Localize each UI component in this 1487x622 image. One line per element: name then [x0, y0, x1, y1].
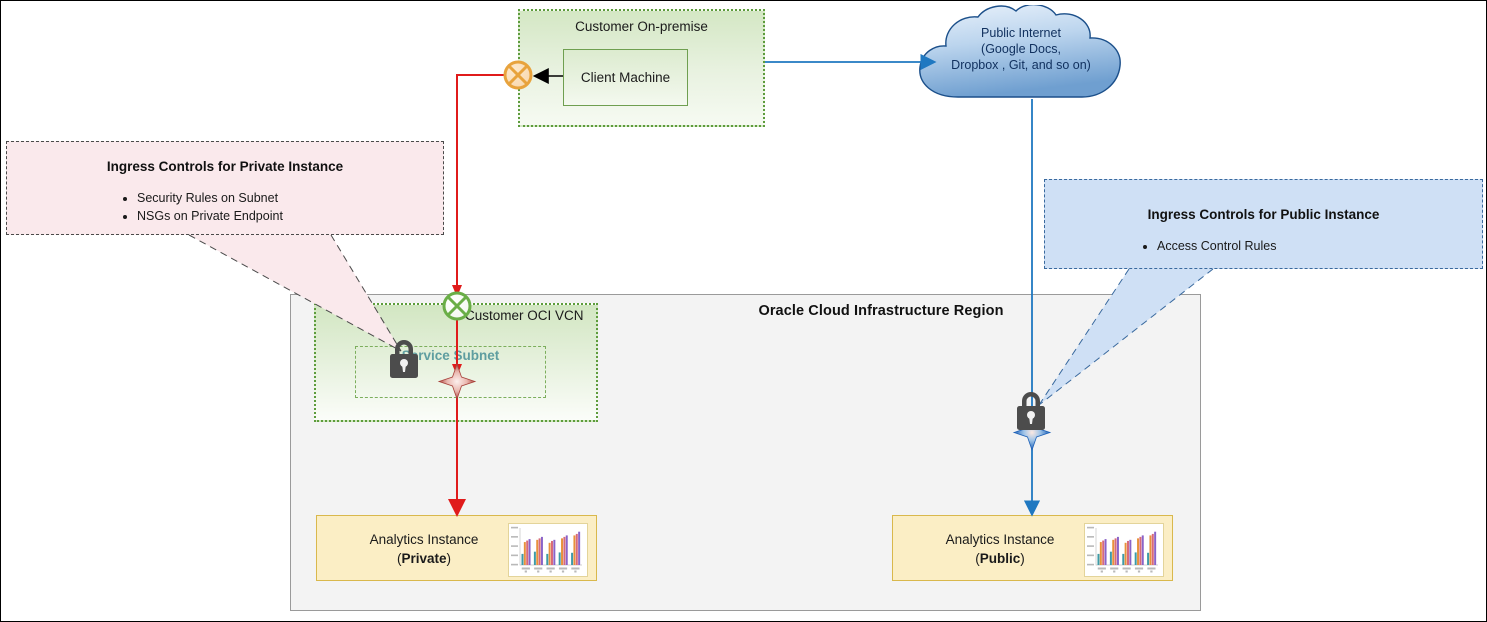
bar-chart-svg [1087, 526, 1158, 573]
analytics-instance-public-label: Analytics Instance (Public) [945, 532, 1055, 566]
internet-line-2: (Google Docs, [981, 42, 1061, 56]
client-machine-node: Client Machine [563, 49, 688, 106]
list-item: Security Rules on Subnet [137, 189, 283, 207]
client-machine-label: Client Machine [580, 70, 671, 85]
analytics-instance-private-label: Analytics Instance (Private) [369, 532, 479, 566]
bar-chart-svg [511, 526, 582, 573]
analytics-instance-private-name: Analytics Instance [369, 532, 479, 547]
analytics-instance-public-name: Analytics Instance [945, 532, 1055, 547]
oracle-cloud-region-title: Oracle Cloud Infrastructure Region [758, 303, 1004, 319]
customer-oci-vcn-title: Customer OCI VCN [465, 308, 584, 323]
internet-line-1: Public Internet [981, 26, 1061, 40]
bar-chart-icon [1084, 523, 1164, 577]
analytics-instance-public: Analytics Instance (Public) [892, 515, 1173, 581]
list-item: NSGs on Private Endpoint [137, 207, 283, 225]
internet-line-3: Dropbox , Git, and so on) [951, 58, 1091, 72]
ingress-controls-private-title: Ingress Controls for Private Instance [106, 159, 344, 174]
analytics-instance-public-kind: Public [979, 551, 1021, 566]
ingress-controls-private-list: Security Rules on Subnet NSGs on Private… [121, 189, 283, 225]
bar-chart-icon [508, 523, 588, 577]
list-item: Access Control Rules [1157, 237, 1277, 255]
ingress-controls-private-callout [6, 141, 444, 235]
public-internet-label: Public Internet (Google Docs, Dropbox , … [921, 25, 1121, 73]
service-subnet-title: Service Subnet [401, 348, 500, 363]
analytics-instance-private: Analytics Instance (Private) [316, 515, 597, 581]
ingress-controls-public-title: Ingress Controls for Public Instance [1147, 207, 1380, 222]
analytics-instance-private-kind: Private [401, 551, 447, 566]
ingress-controls-public-list: Access Control Rules [1141, 237, 1277, 255]
customer-onpremise-title: Customer On-premise [575, 19, 708, 34]
ingress-controls-public-callout [1044, 179, 1483, 269]
